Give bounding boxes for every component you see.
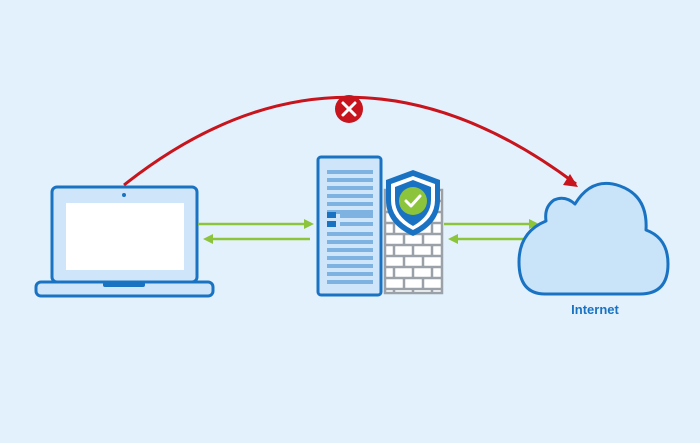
server-vent-line	[327, 202, 373, 206]
server-vent-line	[327, 280, 373, 284]
server-vent-line	[340, 214, 373, 218]
server-vent-line	[327, 272, 373, 276]
server-vent-line	[327, 232, 373, 236]
server-vent-line	[327, 264, 373, 268]
blocked-direct-connection	[123, 95, 578, 187]
server-vent-line	[327, 210, 373, 214]
blocked-arc-arrowhead	[563, 174, 578, 187]
server-icon	[316, 155, 383, 297]
server-vent-line	[340, 222, 373, 226]
server-vent-line	[327, 178, 373, 182]
server-vent-line	[327, 240, 373, 244]
server-vent-line	[327, 186, 373, 190]
server-vent-line	[327, 170, 373, 174]
laptop-server-connection	[198, 219, 314, 244]
internet-label: Internet	[571, 302, 619, 317]
server-vent-line	[327, 248, 373, 252]
server-vent-line	[327, 194, 373, 198]
laptop-icon	[34, 185, 215, 298]
cloud-icon	[517, 181, 670, 296]
firewall-internet-connection	[444, 219, 539, 244]
server-vent-line	[327, 256, 373, 260]
blocked-x-icon	[335, 95, 363, 123]
shield-check-icon	[386, 170, 440, 236]
